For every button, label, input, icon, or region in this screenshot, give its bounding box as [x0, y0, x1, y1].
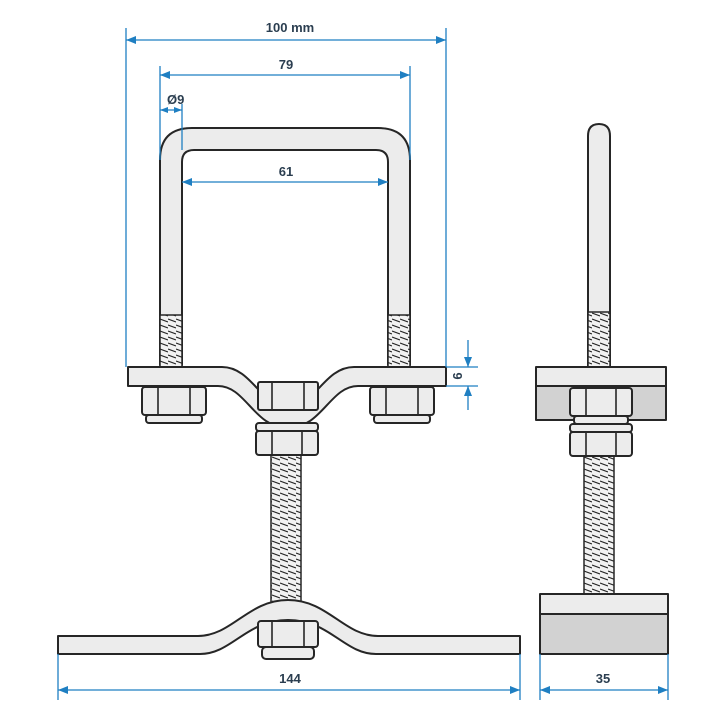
u-bolt-right-thread: [387, 314, 411, 368]
dim-overall-width-label: 100 mm: [266, 20, 314, 35]
side-rod: [587, 123, 611, 371]
side-base-plate-top: [539, 593, 669, 615]
dim-ubolt-outer-width-label: 79: [279, 57, 293, 72]
base-nut: [257, 620, 319, 660]
dim-plate-thickness-label: 6: [450, 372, 465, 379]
dimension-labels: 100 mm 79 Ø9 61 6 144 35: [167, 20, 610, 686]
side-upper-nut: [569, 387, 633, 425]
side-lower-nut: [569, 423, 633, 457]
side-clamp-plate-top: [535, 366, 667, 387]
left-washer: [145, 414, 203, 424]
center-top-nut: [257, 381, 319, 411]
dim-base-plate-length-label: 144: [279, 671, 301, 686]
u-bolt-left-thread: [159, 314, 183, 368]
right-nut: [369, 386, 435, 424]
dimension-lines: [57, 28, 669, 700]
u-bolt: [159, 127, 411, 368]
front-view: [57, 127, 521, 660]
base-washer: [261, 646, 315, 660]
center-lower-nut: [255, 422, 319, 456]
dim-ubolt-inner-width-label: 61: [279, 164, 293, 179]
side-rod-thread: [587, 311, 611, 369]
dim-rod-diameter-label: Ø9: [167, 92, 184, 107]
dim-side-depth-label: 35: [596, 671, 610, 686]
side-view: [535, 123, 669, 655]
left-nut: [141, 386, 207, 424]
right-washer: [373, 414, 431, 424]
side-base-plate-body: [539, 613, 669, 655]
